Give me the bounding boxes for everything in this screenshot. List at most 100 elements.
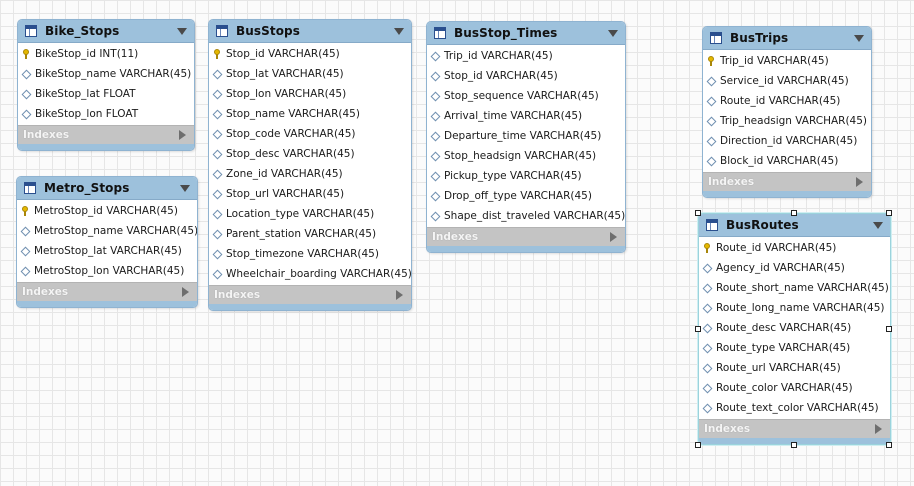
collapse-triangle-icon[interactable] — [873, 222, 883, 229]
column-row[interactable]: MetroStop_lon VARCHAR(45) — [17, 261, 197, 281]
table-name: BusStop_Times — [454, 26, 558, 40]
table-header[interactable]: BusRoutes — [699, 214, 890, 237]
table-header[interactable]: Bike_Stops — [18, 20, 194, 43]
expand-arrow-icon[interactable] — [610, 232, 617, 242]
column-row[interactable]: Stop_id VARCHAR(45) — [427, 66, 625, 86]
column-row[interactable]: Stop_name VARCHAR(45) — [209, 104, 411, 124]
collapse-triangle-icon[interactable] — [394, 28, 404, 35]
column-row[interactable]: Trip_headsign VARCHAR(45) — [703, 111, 871, 131]
column-diamond-icon — [213, 169, 221, 179]
column-label: Pickup_type VARCHAR(45) — [444, 170, 582, 182]
column-row[interactable]: Stop_desc VARCHAR(45) — [209, 144, 411, 164]
column-row[interactable]: MetroStop_lat VARCHAR(45) — [17, 241, 197, 261]
column-row[interactable]: Stop_id VARCHAR(45) — [209, 44, 411, 64]
column-row[interactable]: Zone_id VARCHAR(45) — [209, 164, 411, 184]
selection-handle[interactable] — [695, 210, 701, 216]
expand-arrow-icon[interactable] — [179, 130, 186, 140]
selection-handle[interactable] — [886, 326, 892, 332]
column-row[interactable]: MetroStop_name VARCHAR(45) — [17, 221, 197, 241]
column-row[interactable]: Direction_id VARCHAR(45) — [703, 131, 871, 151]
column-row[interactable]: Route_text_color VARCHAR(45) — [699, 398, 890, 418]
column-row[interactable]: Departure_time VARCHAR(45) — [427, 126, 625, 146]
column-label: Stop_lon VARCHAR(45) — [226, 88, 347, 100]
collapse-triangle-icon[interactable] — [180, 185, 190, 192]
column-diamond-icon — [703, 283, 711, 293]
column-row[interactable]: Arrival_time VARCHAR(45) — [427, 106, 625, 126]
column-diamond-icon — [703, 343, 711, 353]
column-row[interactable]: BikeStop_lat FLOAT — [18, 84, 194, 104]
column-label: Trip_id VARCHAR(45) — [720, 55, 829, 67]
column-row[interactable]: Location_type VARCHAR(45) — [209, 204, 411, 224]
column-diamond-icon — [431, 171, 439, 181]
expand-arrow-icon[interactable] — [182, 287, 189, 297]
expand-arrow-icon[interactable] — [875, 424, 882, 434]
column-row[interactable]: Route_url VARCHAR(45) — [699, 358, 890, 378]
column-row[interactable]: Service_id VARCHAR(45) — [703, 71, 871, 91]
column-label: Stop_name VARCHAR(45) — [226, 108, 360, 120]
expand-arrow-icon[interactable] — [856, 177, 863, 187]
column-row[interactable]: Route_desc VARCHAR(45) — [699, 318, 890, 338]
column-row[interactable]: Parent_station VARCHAR(45) — [209, 224, 411, 244]
indexes-section[interactable]: Indexes — [699, 419, 890, 438]
column-label: Departure_time VARCHAR(45) — [444, 130, 602, 142]
column-row[interactable]: Shape_dist_traveled VARCHAR(45) — [427, 206, 625, 226]
column-row[interactable]: Block_id VARCHAR(45) — [703, 151, 871, 171]
column-row[interactable]: Trip_id VARCHAR(45) — [703, 51, 871, 71]
column-row[interactable]: Stop_headsign VARCHAR(45) — [427, 146, 625, 166]
primary-key-icon — [703, 243, 711, 253]
table-name: Bike_Stops — [45, 24, 120, 38]
indexes-label: Indexes — [432, 231, 479, 243]
expand-arrow-icon[interactable] — [396, 290, 403, 300]
column-row[interactable]: Stop_code VARCHAR(45) — [209, 124, 411, 144]
table-header[interactable]: BusStop_Times — [427, 22, 625, 45]
column-diamond-icon — [703, 383, 711, 393]
selection-handle[interactable] — [695, 326, 701, 332]
column-diamond-icon — [213, 129, 221, 139]
selection-handle[interactable] — [886, 210, 892, 216]
column-row[interactable]: Stop_lon VARCHAR(45) — [209, 84, 411, 104]
column-row[interactable]: Stop_url VARCHAR(45) — [209, 184, 411, 204]
column-row[interactable]: MetroStop_id VARCHAR(45) — [17, 201, 197, 221]
column-row[interactable]: Route_color VARCHAR(45) — [699, 378, 890, 398]
column-row[interactable]: Route_id VARCHAR(45) — [703, 91, 871, 111]
collapse-triangle-icon[interactable] — [177, 28, 187, 35]
table-header[interactable]: Metro_Stops — [17, 177, 197, 200]
indexes-section[interactable]: Indexes — [703, 172, 871, 191]
column-label: Stop_timezone VARCHAR(45) — [226, 248, 379, 260]
column-row[interactable]: Route_id VARCHAR(45) — [699, 238, 890, 258]
column-row[interactable]: Trip_id VARCHAR(45) — [427, 46, 625, 66]
column-row[interactable]: Route_short_name VARCHAR(45) — [699, 278, 890, 298]
table-header[interactable]: BusStops — [209, 20, 411, 43]
column-diamond-icon — [21, 246, 29, 256]
column-diamond-icon — [703, 363, 711, 373]
indexes-section[interactable]: Indexes — [209, 285, 411, 304]
selection-handle[interactable] — [695, 442, 701, 448]
collapse-triangle-icon[interactable] — [854, 35, 864, 42]
selection-handle[interactable] — [886, 442, 892, 448]
column-row[interactable]: Stop_timezone VARCHAR(45) — [209, 244, 411, 264]
selection-handle[interactable] — [790, 210, 797, 216]
indexes-section[interactable]: Indexes — [18, 125, 194, 144]
indexes-section[interactable]: Indexes — [427, 227, 625, 246]
indexes-section[interactable]: Indexes — [17, 282, 197, 301]
column-row[interactable]: BikeStop_lon FLOAT — [18, 104, 194, 124]
column-row[interactable]: Wheelchair_boarding VARCHAR(45) — [209, 264, 411, 284]
column-row[interactable]: Drop_off_type VARCHAR(45) — [427, 186, 625, 206]
column-row[interactable]: BikeStop_name VARCHAR(45) — [18, 64, 194, 84]
table-header[interactable]: BusTrips — [703, 27, 871, 50]
column-row[interactable]: Route_long_name VARCHAR(45) — [699, 298, 890, 318]
column-row[interactable]: Agency_id VARCHAR(45) — [699, 258, 890, 278]
column-row[interactable]: BikeStop_id INT(11) — [18, 44, 194, 64]
collapse-triangle-icon[interactable] — [608, 30, 618, 37]
column-row[interactable]: Route_type VARCHAR(45) — [699, 338, 890, 358]
column-row[interactable]: Stop_sequence VARCHAR(45) — [427, 86, 625, 106]
selection-handle[interactable] — [790, 442, 797, 448]
column-row[interactable]: Pickup_type VARCHAR(45) — [427, 166, 625, 186]
column-row[interactable]: Stop_lat VARCHAR(45) — [209, 64, 411, 84]
